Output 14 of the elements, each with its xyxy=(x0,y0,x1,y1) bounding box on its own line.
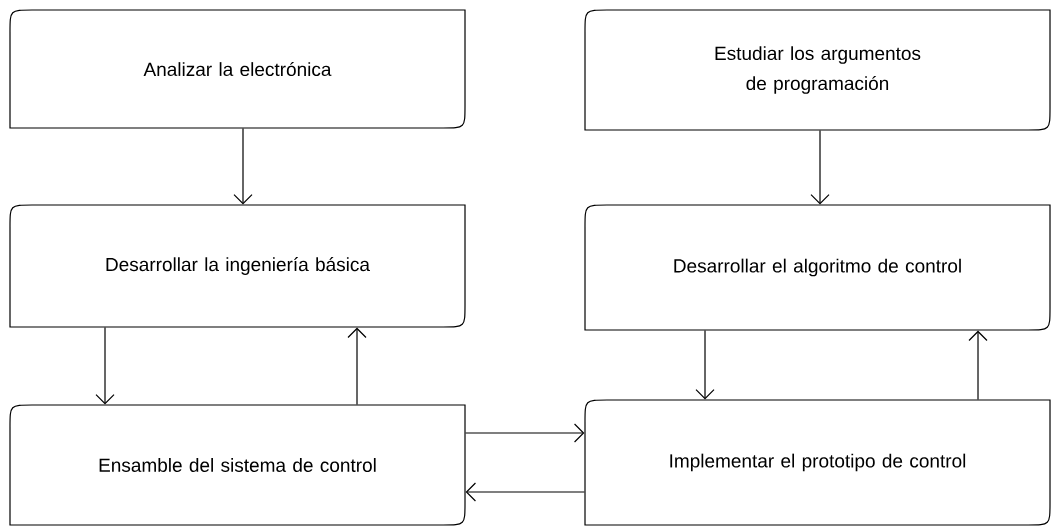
arrow xyxy=(695,330,715,400)
process-box: Estudiar los argumentos de programación xyxy=(584,9,1051,131)
arrow xyxy=(233,128,253,205)
process-box: Analizar la electrónica xyxy=(9,9,466,129)
arrow xyxy=(968,330,988,400)
process-box: Implementar el prototipo de control xyxy=(584,399,1051,526)
process-box: Ensamble del sistema de control xyxy=(9,404,466,526)
arrow xyxy=(465,423,585,443)
arrow xyxy=(465,482,585,502)
arrow xyxy=(810,130,830,205)
process-box: Desarrollar el algoritmo de control xyxy=(584,204,1051,331)
process-box: Desarrollar la ingeniería básica xyxy=(9,204,466,328)
arrow xyxy=(347,327,367,405)
arrow xyxy=(95,327,115,405)
